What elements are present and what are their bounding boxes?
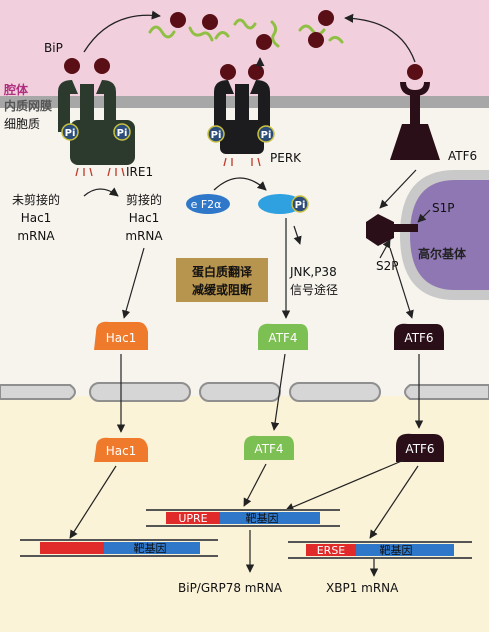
dna-upre — [146, 509, 340, 527]
phosphorylation-arrow — [213, 177, 267, 191]
eif2a-protein — [186, 194, 230, 214]
bip-ball — [407, 64, 423, 80]
perk-kinase-marks — [223, 157, 261, 167]
ire1-label: IRE1 — [126, 165, 153, 179]
phosphate-label: Pi — [295, 200, 306, 211]
jnk-note-line: JNK,P38 — [289, 265, 337, 279]
phosphate-icon — [257, 125, 275, 143]
atf6-nuc-protein — [396, 433, 444, 462]
phosphate-icon — [113, 123, 131, 141]
bip-ball — [220, 64, 236, 80]
atf6-nuc-label: ATF6 — [405, 442, 434, 456]
s2p-arrow — [379, 239, 391, 259]
phosphate-icon — [61, 123, 79, 141]
hac1-nuc-protein — [94, 437, 148, 462]
atf6-cyto-label: ATF6 — [404, 331, 433, 345]
spliced-mrna-line: 剪接的 — [126, 192, 162, 207]
lumen-arrows — [83, 10, 416, 70]
cytoplasm-label: 细胞质 — [4, 117, 40, 131]
lumen-label: 腔体 — [3, 82, 29, 97]
phosphate-icon — [207, 125, 225, 143]
atf6-receptor — [390, 82, 440, 160]
phospho-eif2a-protein — [258, 194, 302, 214]
atf6-cyto-protein — [394, 323, 444, 350]
phosphate-label: Pi — [211, 130, 222, 141]
perk-receptor — [214, 80, 270, 154]
unspliced-mrna-line: 未剪接的 — [12, 192, 60, 207]
er-lumen-region — [0, 0, 489, 96]
upre-target-gene-label: 靶基因 — [246, 512, 279, 525]
bip-label: BiP — [44, 41, 63, 55]
erse-label: ERSE — [317, 544, 346, 557]
xbp1-mrna-output: XBP1 mRNA — [326, 581, 399, 595]
dna-hac1-target — [20, 539, 218, 557]
s1p-label: S1P — [432, 201, 455, 215]
atf6-top-label: ATF6 — [448, 149, 477, 163]
er-membrane-label: 内质网膜 — [4, 98, 52, 113]
phosphate-icon — [291, 195, 309, 213]
bip-ball — [308, 32, 324, 48]
bip-ball — [170, 12, 186, 28]
bip-ball — [318, 10, 334, 26]
hac1-nuc-label: Hac1 — [106, 444, 137, 458]
bip-ball — [256, 34, 272, 50]
unspliced-mrna-line: Hac1 — [21, 211, 52, 225]
splicing-arrow — [83, 187, 119, 197]
unspliced-mrna-line: mRNA — [17, 229, 55, 243]
translation-note-line: 减缓或阻断 — [192, 282, 252, 297]
eif2a-label: e F2α — [191, 198, 222, 211]
bip-ball — [64, 58, 80, 74]
atf4-cyto-protein — [258, 323, 308, 350]
bip-chaperones — [64, 10, 423, 80]
spliced-mrna-line: Hac1 — [129, 211, 160, 225]
jnk-note-line: 信号途径 — [290, 282, 338, 297]
atf4-cyto-label: ATF4 — [268, 331, 297, 345]
bip-ball — [248, 64, 264, 80]
phosphate-label: Pi — [261, 130, 272, 141]
ire1-rnase-marks — [75, 167, 125, 177]
bip-mrna-output: BiP/GRP78 mRNA — [178, 581, 283, 595]
golgi-label: 高尔基体 — [418, 246, 467, 261]
atf4-nuc-label: ATF4 — [254, 442, 283, 456]
hac1-target-gene-label: 靶基因 — [134, 542, 167, 555]
phosphate-label: Pi — [117, 128, 128, 139]
spliced-mrna-line: mRNA — [125, 229, 163, 243]
nuclear-envelope — [0, 382, 489, 402]
erse-target-gene-label: 靶基因 — [380, 544, 413, 557]
phosphate-label: Pi — [65, 128, 76, 139]
s2p-label: S2P — [376, 259, 399, 273]
bip-ball — [202, 14, 218, 30]
hac1-cyto-protein — [94, 321, 148, 350]
site-proteases — [366, 214, 418, 246]
s1p-arrow — [417, 209, 431, 223]
dna-erse — [288, 541, 472, 559]
translation-note-line: 蛋白质翻译 — [192, 264, 253, 279]
bip-ball — [94, 58, 110, 74]
hac1-cyto-label: Hac1 — [106, 331, 137, 345]
upre-label: UPRE — [178, 512, 207, 525]
atf4-nuc-protein — [244, 435, 294, 460]
golgi-apparatus — [400, 170, 489, 300]
perk-label: PERK — [270, 151, 302, 165]
pathway-arrows — [69, 169, 424, 577]
translation-inhibition-box — [176, 258, 268, 302]
unfolded-proteins — [148, 18, 344, 48]
